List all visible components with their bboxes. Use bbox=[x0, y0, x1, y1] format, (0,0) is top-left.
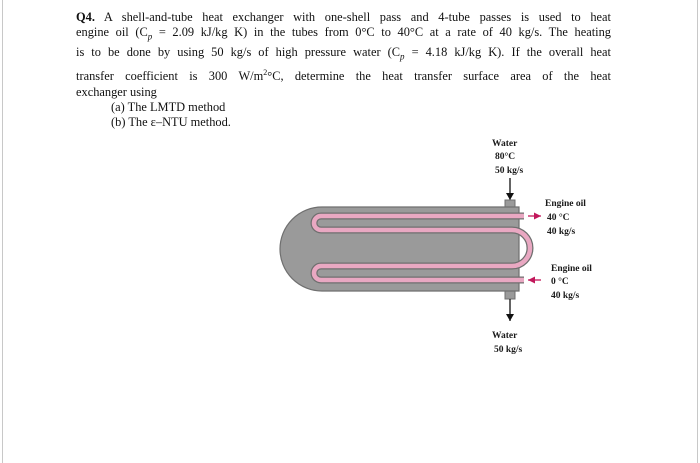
water-inlet-arrowhead bbox=[506, 193, 514, 200]
part-b: (b) The ε–NTU method. bbox=[111, 114, 231, 129]
question-line-4: transfer coefficient is 300 W/m2°C, dete… bbox=[76, 68, 611, 84]
question-line-2: engine oil (Cp = 2.09 kJ/kg K) in the tu… bbox=[76, 25, 611, 42]
question-text: Q4. A shell-and-tube heat exchanger with… bbox=[76, 10, 611, 100]
water-in-flow: 50 kg/s bbox=[495, 166, 524, 176]
question-line-5: exchanger using bbox=[76, 84, 157, 99]
question-line-3: is to be done by using 50 kg/s of high p… bbox=[76, 45, 611, 62]
oil-in-label: Engine oil bbox=[551, 264, 592, 274]
water-in-label: Water bbox=[492, 139, 518, 149]
oil-in-temp: 0 °C bbox=[551, 276, 569, 287]
water-out-flow: 50 kg/s bbox=[494, 345, 523, 355]
water-in-temp: 80°C bbox=[495, 151, 515, 162]
oil-in-flow: 40 kg/s bbox=[551, 291, 580, 301]
oil-outlet-arrowhead bbox=[534, 212, 541, 220]
oil-out-flow: 40 kg/s bbox=[547, 227, 576, 237]
page-border-right bbox=[697, 0, 698, 463]
water-inlet-nozzle bbox=[504, 199, 516, 210]
part-a: (a) The LMTD method bbox=[111, 100, 226, 114]
page-border-left bbox=[2, 0, 3, 463]
oil-out-label: Engine oil bbox=[545, 199, 586, 209]
water-out-label: Water bbox=[492, 331, 518, 341]
tube-path bbox=[311, 213, 533, 283]
question-parts: (a) The LMTD method (b) The ε–NTU method… bbox=[111, 100, 231, 129]
oil-out-temp: 40 °C bbox=[547, 212, 570, 223]
tube-path-outline bbox=[310, 212, 534, 284]
water-outlet-arrowhead bbox=[506, 314, 514, 321]
oil-inlet-arrowhead bbox=[528, 276, 535, 284]
shell bbox=[279, 206, 520, 292]
water-outlet-nozzle bbox=[504, 289, 516, 300]
question-line-1: Q4. A shell-and-tube heat exchanger with… bbox=[76, 10, 611, 24]
question-number: Q4. bbox=[76, 10, 95, 24]
